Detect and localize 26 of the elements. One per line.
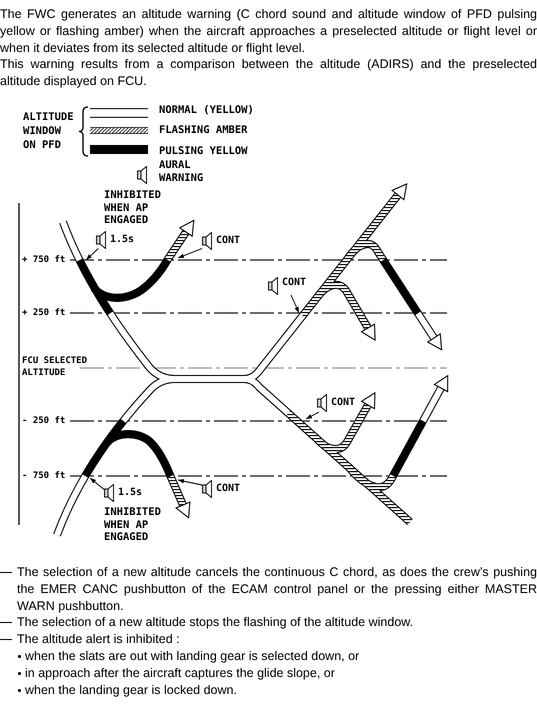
aural-warning-label: CONT [282, 277, 306, 289]
legend-label: NORMAL (YELLOW) [159, 104, 254, 116]
legend-heading: ALTITUDE WINDOW ON PFD [23, 110, 75, 152]
aural-warning-label: CONT [216, 483, 240, 495]
altitude-level-label: + 250 ft [22, 308, 66, 319]
list-item-text: The selection of a new altitude stops the flashing of the altitude window. [17, 614, 414, 632]
list-item-text: The altitude alert is inhibited : [17, 631, 181, 648]
inhibition-note: INHIBITED WHEN AP ENGAGED [104, 189, 162, 226]
paragraph: This warning results from a comparison between the altitude (ADIRS) and the preselected altitude displayed on FCU. [0, 56, 537, 90]
aural-warning-label: CONT [331, 397, 356, 409]
list-item-text: when the landing gear is locked down. [25, 682, 238, 698]
legend-label: PULSING YELLOW [159, 145, 248, 158]
altitude-level-label: - 750 ft [22, 471, 66, 482]
altitude-level-label: + 750 ft [22, 255, 66, 266]
altitude-level-label: - 250 ft [22, 416, 66, 427]
aural-warning-label: CONT [216, 235, 240, 247]
inhibition-note: INHIBITED WHEN AP ENGAGED [104, 506, 162, 544]
aural-warning-label: 1.5s [118, 487, 142, 499]
aural-warning-label: 1.5s [110, 234, 134, 246]
paragraph: The FWC generates an altitude warning (C chord sound and altitude window of PFD pulsing yellow or flashing amber) when the aircraft approaches a preselected altitude or flight level or when it deviates from its selected altitude or flight level. [0, 6, 537, 56]
legend-label: FLASHING AMBER [159, 124, 248, 136]
list-item-text: The selection of a new altitude cancels the continuous C chord, as does the crew’s pushing the EMER CANC pushbutton of the ECAM control panel or the pressing either MASTER WARN pushbutton. [17, 564, 537, 614]
altitude-level-label: FCU SELECTED ALTITUDE [22, 356, 88, 379]
list-item-text: in approach after the aircraft captures the glide slope, or [25, 664, 336, 682]
list-item-text: when the slats are out with landing gear is selected down, or [25, 648, 360, 665]
legend-label: AURAL WARNING [159, 159, 204, 185]
